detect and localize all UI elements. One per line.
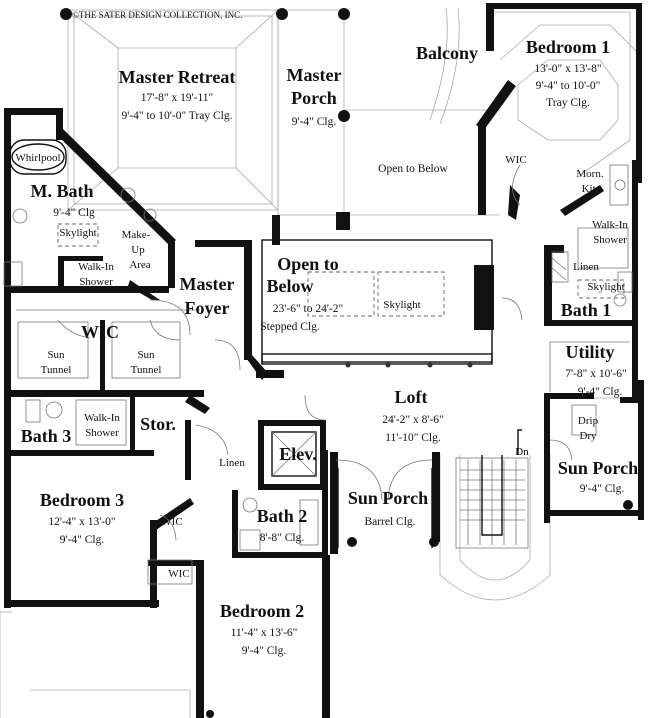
walkin-shower-bath3-2: Shower bbox=[85, 427, 119, 439]
stor-name: Stor. bbox=[140, 414, 176, 434]
elev-name: Elev. bbox=[279, 444, 317, 464]
m-bath-ceiling: 9'-4" Clg bbox=[53, 207, 95, 219]
sun-porch-center-name: Sun Porch bbox=[348, 488, 428, 508]
exterior-outlines bbox=[0, 7, 641, 718]
master-porch-ceiling: 9'-4" Clg. bbox=[292, 116, 337, 128]
master-retreat-ceiling: 9'-4" to 10'-0" Tray Clg. bbox=[122, 110, 233, 122]
loft-ceiling: 11'-10" Clg. bbox=[385, 432, 441, 444]
bedroom1-ceiling-2: Tray Clg. bbox=[546, 97, 590, 109]
sun-tunnel-left-1: Sun bbox=[47, 349, 65, 361]
bedroom2-dims: 11'-4" x 13'-6" bbox=[231, 627, 298, 639]
makeup-line-1: Make- bbox=[122, 229, 151, 241]
copyright-notice: ©THE SATER DESIGN COLLECTION, INC. bbox=[72, 10, 242, 20]
sun-porch-right-ceiling: 9'-4" Clg. bbox=[580, 483, 625, 495]
walkin-shower-bath3-1: Walk-In bbox=[84, 412, 120, 424]
walkin-shower-master-2: Shower bbox=[79, 276, 113, 288]
master-retreat-name: Master Retreat bbox=[119, 67, 236, 87]
open-below-center-2: Below bbox=[267, 276, 314, 296]
loft-name: Loft bbox=[395, 387, 428, 407]
master-porch-name-2: Porch bbox=[291, 88, 337, 108]
morn-kit-2: Kit. bbox=[582, 183, 599, 195]
bath2-ceiling: 8'-8" Clg. bbox=[260, 532, 305, 544]
makeup-line-3: Area bbox=[129, 259, 150, 271]
master-retreat-dims: 17'-8" x 19'-11" bbox=[141, 92, 214, 104]
utility-dims: 7'-8" x 10'-6" bbox=[565, 368, 626, 380]
bedroom2-ceiling: 9'-4" Clg. bbox=[242, 645, 287, 657]
sun-tunnel-right-2: Tunnel bbox=[131, 364, 162, 376]
stairs-dn: Dn bbox=[515, 446, 529, 458]
wic-bed1-name: WIC bbox=[505, 154, 526, 166]
bedroom3-ceiling: 9'-4" Clg. bbox=[60, 534, 105, 546]
bedroom2-name: Bedroom 2 bbox=[220, 601, 304, 621]
open-to-below-top: Open to Below bbox=[378, 163, 448, 175]
open-below-center-skylight: Skylight bbox=[383, 299, 420, 311]
wic-bed3-name: WIC bbox=[161, 516, 182, 528]
bedroom3-dims: 12'-4" x 13'-0" bbox=[48, 516, 115, 528]
sun-porch-center-ceiling: Barrel Clg. bbox=[364, 516, 415, 528]
skylight-bath1: Skylight bbox=[587, 281, 624, 293]
fixtures bbox=[3, 139, 633, 585]
bath3-name: Bath 3 bbox=[21, 426, 72, 446]
master-foyer-name-2: Foyer bbox=[185, 298, 230, 318]
linen-bath1: Linen bbox=[573, 261, 599, 273]
drip-dry-1: Drip bbox=[578, 415, 599, 427]
utility-name: Utility bbox=[566, 342, 615, 362]
balcony-name: Balcony bbox=[416, 43, 478, 63]
utility-ceiling: 9'-4" Clg. bbox=[578, 386, 623, 398]
bedroom1-name: Bedroom 1 bbox=[526, 37, 610, 57]
walkin-shower-master-1: Walk-In bbox=[78, 261, 114, 273]
open-below-center-ceiling: Stepped Clg. bbox=[260, 321, 320, 333]
m-bath-skylight: Skylight bbox=[59, 227, 96, 239]
morn-kit-1: Morn. bbox=[576, 168, 603, 180]
linen-hall: Linen bbox=[219, 457, 245, 469]
bedroom3-name: Bedroom 3 bbox=[40, 490, 124, 510]
wic-bed2-name: WIC bbox=[168, 568, 189, 580]
drip-dry-2: Dry bbox=[579, 430, 597, 442]
sun-tunnel-left-2: Tunnel bbox=[41, 364, 72, 376]
master-porch-name-1: Master bbox=[287, 65, 342, 85]
walkin-shower-bath1-1: Walk-In bbox=[592, 219, 628, 231]
bedroom1-dims: 13'-0" x 13'-8" bbox=[534, 63, 601, 75]
walkin-shower-bath1-2: Shower bbox=[593, 234, 627, 246]
bedroom1-ceiling-1: 9'-4" to 10'-0" bbox=[536, 80, 601, 92]
open-below-center-1: Open to bbox=[277, 254, 339, 274]
sun-tunnel-right-1: Sun bbox=[137, 349, 155, 361]
wic-master-name: WIC bbox=[81, 322, 119, 342]
master-foyer-name-1: Master bbox=[180, 274, 235, 294]
sun-porch-right-name: Sun Porch bbox=[558, 458, 638, 478]
m-bath-name: M. Bath bbox=[31, 181, 94, 201]
columns bbox=[60, 8, 633, 718]
bath2-name: Bath 2 bbox=[257, 506, 308, 526]
walls bbox=[4, 3, 644, 718]
bath1-name: Bath 1 bbox=[561, 300, 612, 320]
open-below-center-dims: 23'-6" to 24'-2" bbox=[273, 303, 343, 315]
loft-dims: 24'-2" x 8'-6" bbox=[382, 414, 443, 426]
room-labels: ©THE SATER DESIGN COLLECTION, INC. Maste… bbox=[15, 10, 638, 657]
makeup-line-2: Up bbox=[131, 244, 145, 256]
whirlpool-label: Whirlpool bbox=[15, 152, 60, 164]
